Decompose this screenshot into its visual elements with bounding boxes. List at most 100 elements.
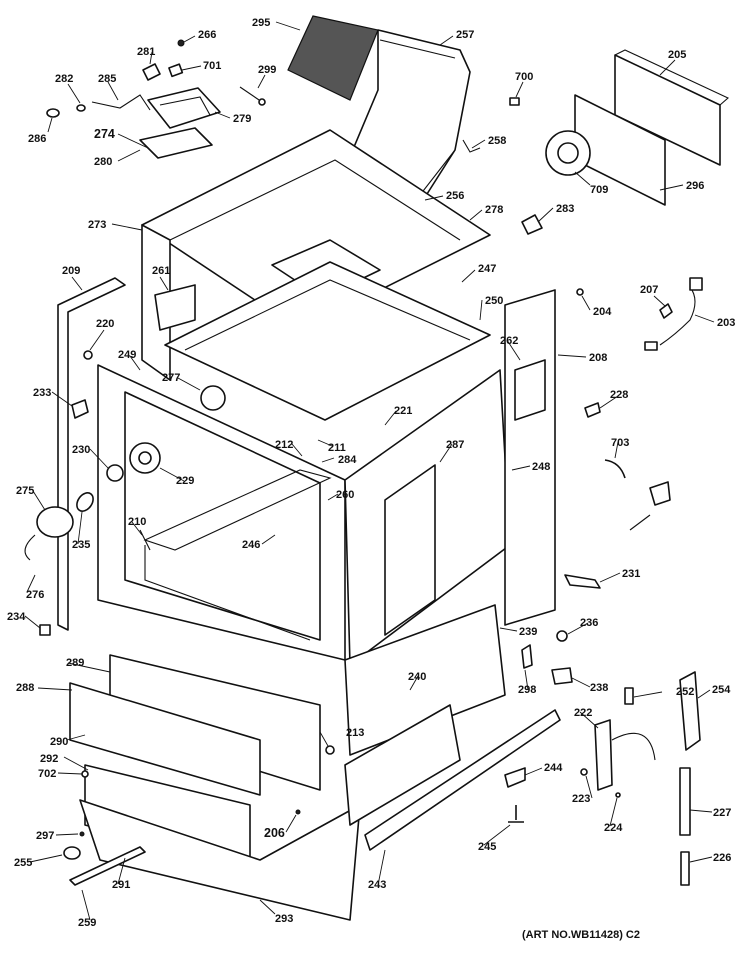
callout-213: 213 bbox=[346, 727, 364, 739]
callout-701: 701 bbox=[203, 60, 221, 72]
callout-273: 273 bbox=[88, 219, 106, 231]
callout-709: 709 bbox=[590, 184, 608, 196]
callout-257: 257 bbox=[456, 29, 474, 41]
callout-703: 703 bbox=[611, 437, 629, 449]
part-245-leveler bbox=[508, 805, 524, 823]
callout-206: 206 bbox=[264, 826, 285, 840]
part-282 bbox=[76, 104, 86, 112]
callout-223: 223 bbox=[572, 793, 590, 805]
part-701 bbox=[168, 63, 184, 78]
part-207 bbox=[659, 303, 673, 319]
callout-203: 203 bbox=[717, 317, 735, 329]
callout-260: 260 bbox=[336, 489, 354, 501]
part-703 bbox=[604, 459, 626, 479]
callout-288: 288 bbox=[16, 682, 34, 694]
part-238 bbox=[551, 667, 573, 685]
part-261 bbox=[154, 284, 196, 331]
callout-256: 256 bbox=[446, 190, 464, 202]
callout-240: 240 bbox=[408, 671, 426, 683]
callout-258: 258 bbox=[488, 135, 506, 147]
part-286 bbox=[46, 108, 60, 118]
part-277 bbox=[200, 385, 226, 411]
part-224 bbox=[615, 792, 621, 798]
part-249-oven-front-frame bbox=[97, 364, 346, 661]
callout-274: 274 bbox=[94, 127, 115, 141]
part-206 bbox=[295, 809, 301, 815]
callout-222: 222 bbox=[574, 707, 592, 719]
part-204 bbox=[576, 288, 584, 296]
part-227-spring bbox=[679, 767, 691, 836]
callout-279: 279 bbox=[233, 113, 251, 125]
callout-296: 296 bbox=[686, 180, 704, 192]
callout-292: 292 bbox=[40, 753, 58, 765]
callout-702: 702 bbox=[38, 768, 56, 780]
callout-252: 252 bbox=[676, 686, 694, 698]
callout-228: 228 bbox=[610, 389, 628, 401]
callout-210: 210 bbox=[128, 516, 146, 528]
callout-227: 227 bbox=[713, 807, 731, 819]
part-205-shield bbox=[614, 49, 729, 166]
part-281 bbox=[142, 63, 161, 81]
part-299 bbox=[239, 86, 266, 106]
callout-233: 233 bbox=[33, 387, 51, 399]
callout-226: 226 bbox=[713, 852, 731, 864]
callout-248: 248 bbox=[532, 461, 550, 473]
callout-238: 238 bbox=[590, 682, 608, 694]
part-236 bbox=[556, 630, 568, 642]
art-number: (ART NO.WB11428) C2 bbox=[522, 929, 640, 941]
part-222-hinge bbox=[594, 719, 656, 791]
callout-259: 259 bbox=[78, 917, 96, 929]
callout-239: 239 bbox=[519, 626, 537, 638]
part-255 bbox=[63, 846, 81, 860]
part-244 bbox=[504, 767, 526, 788]
callout-286: 286 bbox=[28, 133, 46, 145]
callout-246: 246 bbox=[242, 539, 260, 551]
part-259-rod bbox=[69, 846, 146, 886]
part-231 bbox=[564, 574, 601, 589]
part-247-top-frame bbox=[164, 261, 491, 421]
callout-221: 221 bbox=[394, 405, 412, 417]
callout-224: 224 bbox=[604, 822, 623, 834]
part-297 bbox=[79, 831, 85, 837]
callout-245: 245 bbox=[478, 841, 496, 853]
callout-262: 262 bbox=[500, 335, 518, 347]
callout-231: 231 bbox=[622, 568, 640, 580]
callout-266: 266 bbox=[198, 29, 216, 41]
part-230 bbox=[106, 464, 124, 482]
callout-209: 209 bbox=[62, 265, 80, 277]
callout-287: 287 bbox=[446, 439, 464, 451]
part-223 bbox=[580, 768, 588, 776]
callout-284: 284 bbox=[338, 454, 357, 466]
callout-207: 207 bbox=[640, 284, 658, 296]
part-276-wire bbox=[24, 534, 36, 561]
part-203-cord bbox=[644, 277, 703, 351]
part-298 bbox=[521, 644, 533, 669]
callout-277: 277 bbox=[162, 372, 180, 384]
callout-298: 298 bbox=[518, 684, 536, 696]
part-239-bottom-panel bbox=[344, 604, 506, 756]
callout-208: 208 bbox=[589, 352, 607, 364]
callout-299: 299 bbox=[258, 64, 276, 76]
callout-230: 230 bbox=[72, 444, 90, 456]
part-709-plate bbox=[545, 94, 666, 206]
callout-249: 249 bbox=[118, 349, 136, 361]
callout-212: 212 bbox=[275, 439, 293, 451]
callout-234: 234 bbox=[7, 611, 26, 623]
part-283 bbox=[521, 214, 543, 235]
callout-291: 291 bbox=[112, 879, 130, 891]
part-285-wire bbox=[91, 94, 151, 111]
callout-700: 700 bbox=[515, 71, 533, 83]
part-235-bulb bbox=[76, 492, 94, 512]
callout-235: 235 bbox=[72, 539, 90, 551]
callout-283: 283 bbox=[556, 203, 574, 215]
part-700 bbox=[509, 97, 520, 106]
callout-220: 220 bbox=[96, 318, 114, 330]
part-213 bbox=[325, 745, 335, 755]
part-275-light-lens bbox=[36, 506, 74, 538]
part-262 bbox=[514, 359, 546, 421]
callout-290: 290 bbox=[50, 736, 68, 748]
part-234 bbox=[39, 624, 51, 636]
callout-211: 211 bbox=[328, 442, 346, 454]
callout-labels: 295 257 266 281 701 282 285 299 700 205 … bbox=[7, 17, 735, 941]
callout-254: 254 bbox=[712, 684, 731, 696]
